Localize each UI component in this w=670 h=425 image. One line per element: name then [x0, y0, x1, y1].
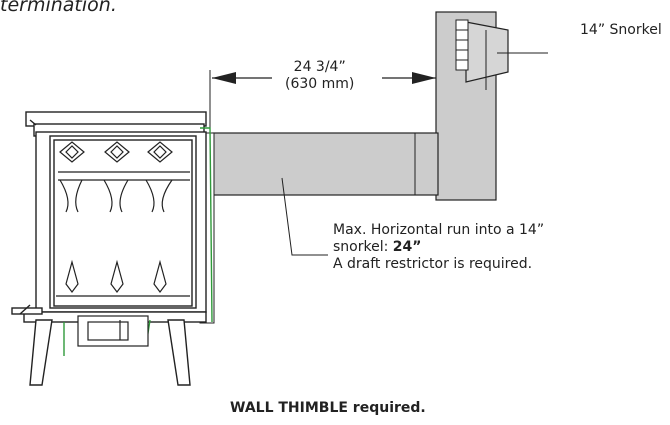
note-line-3: A draft restrictor is required.	[333, 256, 533, 272]
horizontal-run-note: Max. Horizontal run into a 14” snorkel: …	[333, 222, 544, 273]
note-line-2: snorkel: 24”	[333, 239, 544, 256]
stove-ornament	[56, 141, 190, 297]
ash-drawer	[77, 315, 149, 347]
note-line-2-prefix: snorkel:	[333, 239, 393, 255]
dimension-line	[209, 70, 436, 128]
snorkel-label: 14” Snorkel	[580, 22, 662, 38]
snorkel	[435, 11, 509, 201]
note-line-1: Max. Horizontal run into a 14”	[333, 222, 545, 238]
dimension-imperial: 24 3/4”	[293, 59, 346, 75]
page-title: termination.	[0, 0, 117, 16]
dimension-metric: (630 mm)	[285, 76, 355, 92]
snorkel-vent-grille	[455, 19, 469, 71]
note-max-run-value: 24”	[392, 239, 422, 255]
note-leader-line	[281, 177, 328, 256]
horizontal-pipe	[212, 132, 439, 196]
dimension-value: 24 3/4” (630 mm)	[285, 59, 354, 93]
wall-thimble-note: WALL THIMBLE required.	[230, 400, 426, 416]
